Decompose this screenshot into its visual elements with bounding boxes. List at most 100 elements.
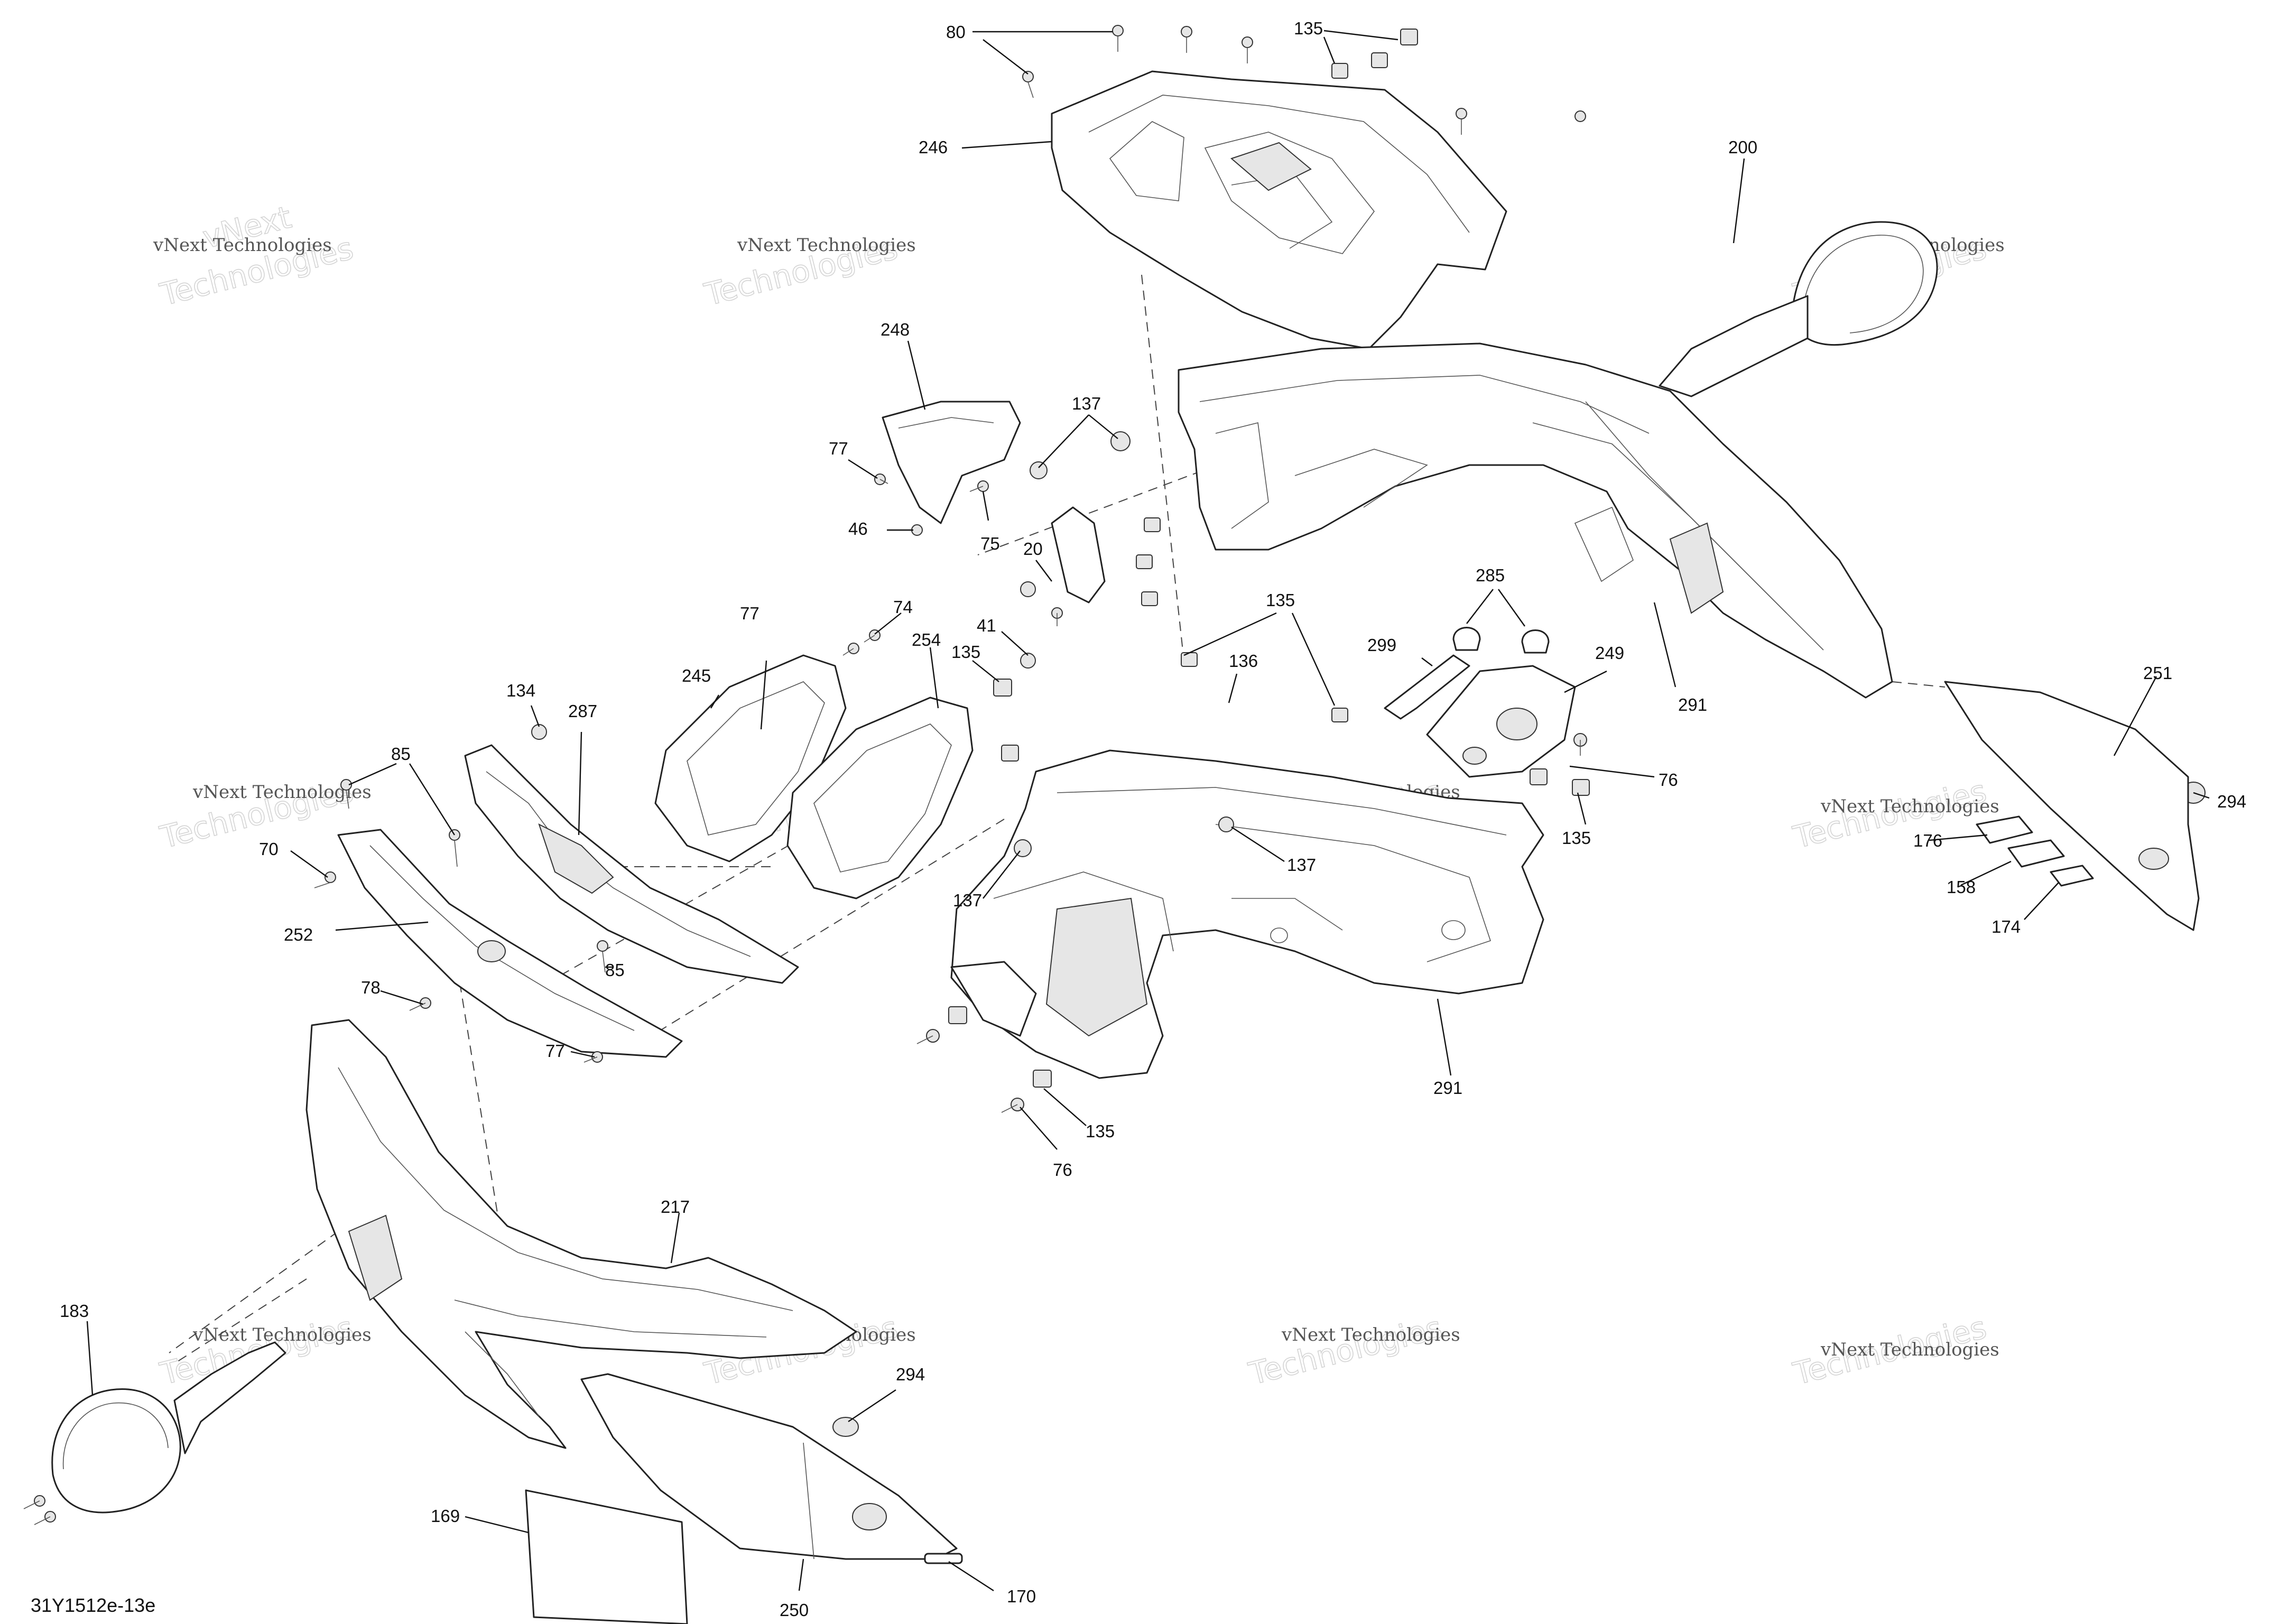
callout-170: 170: [1007, 1586, 1036, 1606]
callout-135d: 135: [1562, 828, 1591, 848]
callout-77c: 77: [545, 1041, 565, 1061]
part-248-trim: [882, 401, 1021, 524]
callout-250: 250: [780, 1600, 809, 1620]
callout-74: 74: [893, 597, 913, 617]
callout-76: 76: [1659, 770, 1678, 790]
screw-icon: [597, 940, 608, 973]
callout-labels: 80 135 246 200 248 137 77 46 75 20 41 74…: [60, 18, 2246, 1620]
part-287-vent: [464, 744, 799, 984]
clip-icon: [1144, 517, 1161, 532]
callout-245: 245: [682, 666, 711, 685]
clip-icon: [1141, 591, 1158, 606]
callout-249: 249: [1595, 643, 1624, 663]
callout-137c: 137: [1287, 855, 1316, 875]
callout-134: 134: [506, 681, 535, 700]
callout-174: 174: [1991, 917, 2021, 936]
part-217-fairing: [305, 1019, 857, 1449]
clip-icon: [1331, 63, 1348, 79]
callout-254: 254: [912, 630, 941, 649]
decal-176: [1976, 815, 2033, 844]
watermark-12: Technologies vNext Technologies: [1789, 1309, 1999, 1393]
part-249-plate: [1426, 665, 1576, 778]
callout-77b: 77: [740, 604, 759, 623]
clip-icon: [1574, 110, 1586, 122]
callout-85b: 85: [605, 960, 625, 980]
clip-icon: [948, 1006, 967, 1024]
screw-icon: [23, 1495, 45, 1509]
decal-174: [2050, 865, 2094, 887]
screw-icon: [409, 997, 431, 1011]
callout-246: 246: [919, 137, 948, 157]
fasteners: [23, 25, 1590, 1525]
screw-icon: [1242, 36, 1253, 63]
nut-icon: [1020, 653, 1036, 669]
part-200-mirror-right: [1659, 221, 1938, 397]
callout-77: 77: [829, 439, 848, 458]
clip-icon: [1371, 52, 1388, 68]
part-246-upper-cover: [1051, 70, 1507, 350]
callout-80: 80: [946, 22, 966, 42]
clip-icon: [1181, 652, 1198, 667]
callout-75: 75: [980, 534, 1000, 553]
screw-icon: [1022, 71, 1034, 98]
screw-icon: [1001, 1098, 1024, 1113]
part-183-mirror-left: [51, 1341, 286, 1514]
part-291-frame-upper: [1178, 342, 1893, 699]
clip-icon: [1400, 29, 1418, 45]
part-299-strip: [1384, 654, 1470, 720]
watermark-8: Technologies vNext Technologies: [1789, 773, 1999, 856]
screw-icon: [1573, 733, 1587, 756]
callout-76b: 76: [1053, 1160, 1072, 1180]
screw-icon: [969, 480, 989, 492]
screw-icon: [916, 1029, 940, 1044]
clip-icon: [1136, 554, 1153, 569]
part-170-emblem: [924, 1553, 963, 1564]
watermark-text: vNext Technologies: [192, 1324, 372, 1345]
clip-icon: [1001, 745, 1019, 762]
screw-icon: [842, 643, 859, 656]
callout-135b: 135: [951, 642, 980, 662]
clip-icon: [993, 679, 1012, 697]
callout-183: 183: [60, 1301, 89, 1321]
screw-icon: [34, 1511, 56, 1525]
callout-137b: 137: [953, 890, 982, 910]
nut-icon: [1030, 461, 1048, 479]
callout-294: 294: [2217, 792, 2246, 811]
watermark-text: vNext Technologies: [1820, 1339, 1999, 1360]
callout-291: 291: [1678, 695, 1707, 714]
clip-icon: [1331, 708, 1348, 722]
callout-200: 200: [1728, 137, 1757, 157]
part-254-bezel: [786, 697, 974, 899]
watermark-2: Technologies vNext Technologies: [700, 230, 916, 313]
callout-41: 41: [977, 616, 996, 635]
clip-icon: [1530, 768, 1548, 785]
watermark-text: vNext Technologies: [153, 235, 332, 256]
callout-287: 287: [568, 701, 597, 721]
callout-70: 70: [259, 839, 279, 859]
screw-icon: [1112, 25, 1124, 52]
watermark-1: Technologies vNext vNext Technologies: [153, 199, 357, 313]
clip-icon: [1033, 1070, 1052, 1088]
part-251-side-panel-right: [1944, 681, 2200, 931]
screw-icon: [314, 871, 336, 888]
part-20-bracket: [1051, 506, 1106, 604]
callout-78: 78: [361, 978, 381, 997]
watermark-text: vNext Technologies: [1820, 796, 1999, 817]
callout-176: 176: [1913, 831, 1942, 850]
part-285-caps: [1452, 627, 1550, 654]
callout-136: 136: [1229, 651, 1258, 671]
decal-158: [2007, 839, 2065, 868]
clip-icon: [1572, 779, 1590, 796]
screw-icon: [449, 829, 460, 867]
callout-135e: 135: [1086, 1121, 1115, 1141]
callout-251: 251: [2143, 663, 2172, 683]
nut-icon: [1020, 581, 1036, 597]
screw-icon: [1456, 108, 1467, 135]
part-169-decal: [525, 1489, 688, 1624]
part-decals-right: [1976, 815, 2094, 887]
screw-icon: [340, 779, 352, 809]
callout-291b: 291: [1433, 1078, 1462, 1098]
callout-135c: 135: [1266, 590, 1295, 610]
nut-icon: [1218, 816, 1234, 832]
watermark-text: vNext Technologies: [1281, 1324, 1460, 1345]
